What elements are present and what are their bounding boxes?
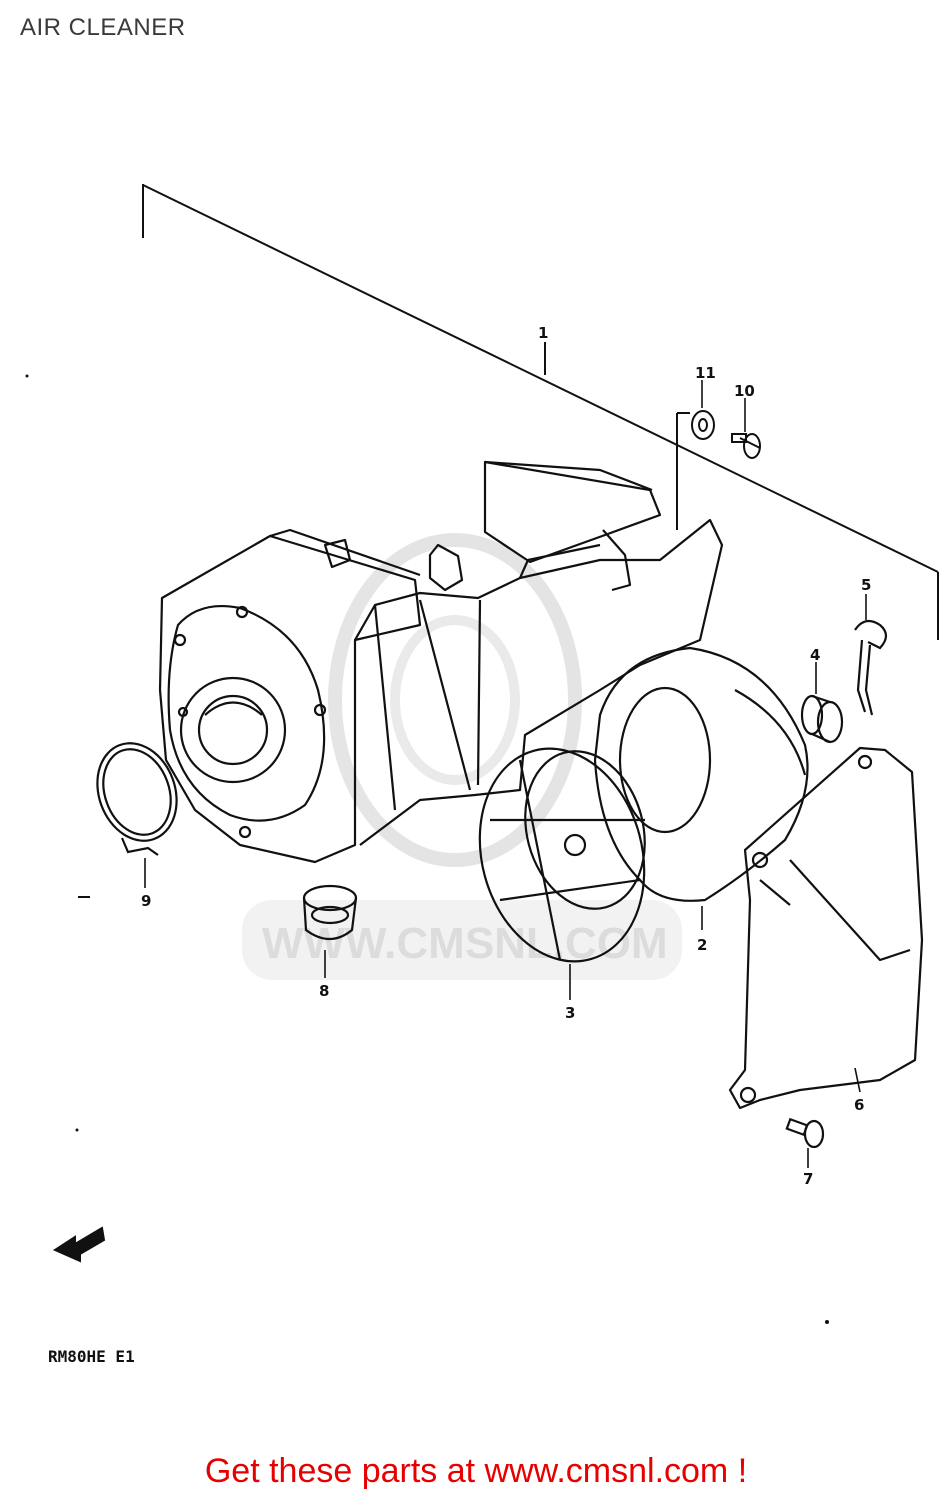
callout-9: 9	[141, 892, 151, 910]
part-6-cover	[728, 746, 924, 1110]
callout-11: 11	[695, 364, 716, 382]
part-9-clamp	[96, 742, 178, 856]
part-1-air-cleaner-case	[158, 460, 724, 864]
watermark: WWW.CMSNL.COM	[242, 533, 682, 980]
callout-5: 5	[861, 576, 871, 594]
front-arrow-icon	[52, 1226, 106, 1263]
watermark-text: WWW.CMSNL.COM	[262, 919, 668, 968]
assembly-bracket	[142, 184, 939, 640]
part-4-grommet	[800, 694, 844, 744]
leader-lines	[144, 380, 867, 1168]
callout-labels: 1 2 3 4 5 6 7 8 9 10 11	[141, 324, 871, 1188]
footer-link[interactable]: Get these parts at www.cmsnl.com !	[204, 1452, 748, 1490]
callout-10: 10	[734, 382, 755, 400]
part-10-screw	[731, 433, 761, 459]
part-11-washer	[691, 410, 715, 440]
callout-1: 1	[538, 324, 548, 342]
callout-2: 2	[697, 936, 707, 954]
scan-specks	[25, 374, 829, 1324]
callout-7: 7	[803, 1170, 813, 1188]
callout-4: 4	[810, 646, 820, 664]
callout-3: 3	[565, 1004, 575, 1022]
page-title: AIR CLEANER	[20, 14, 186, 41]
part-2-filter-element	[593, 646, 809, 902]
callout-6: 6	[854, 1096, 864, 1114]
callout-8: 8	[319, 982, 329, 1000]
footer-cta: Get these parts at www.cmsnl.com !	[0, 1452, 952, 1491]
part-5-clip	[854, 619, 888, 716]
model-code: RM80HE E1	[48, 1347, 135, 1366]
part-3-filter-frame	[478, 747, 646, 963]
part-8-joint	[302, 884, 358, 941]
part-7-bolt	[785, 1117, 825, 1149]
